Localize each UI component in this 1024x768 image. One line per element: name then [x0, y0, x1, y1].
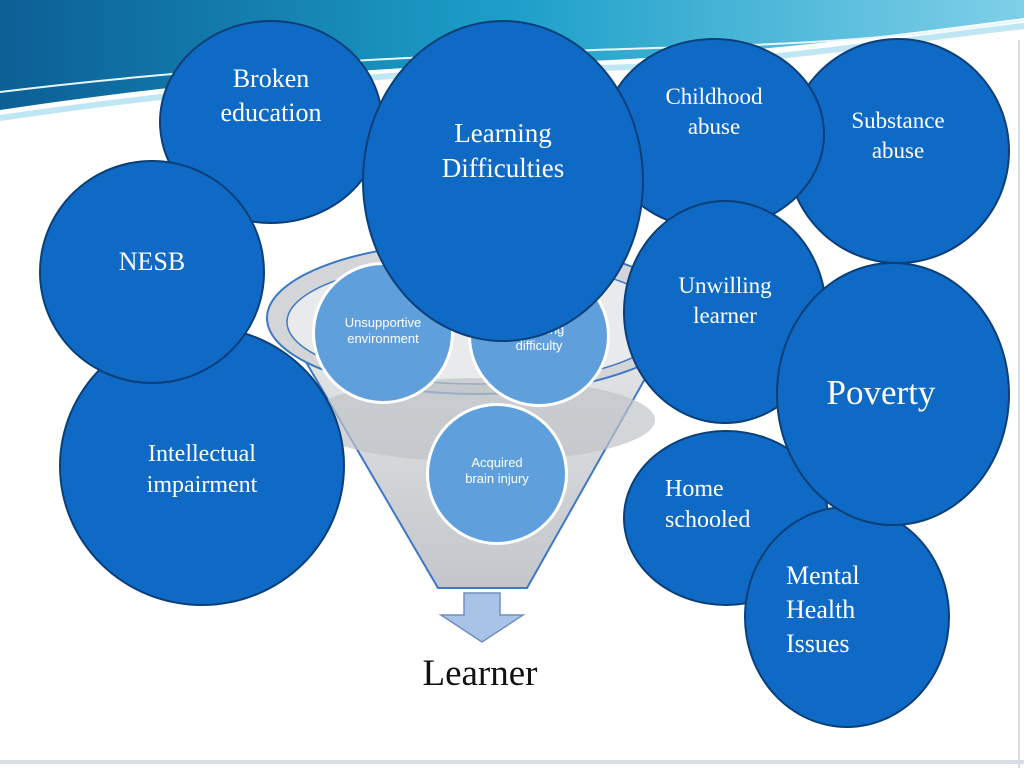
bubble-nesb-label: NESB: [118, 247, 186, 277]
bubble-broken-education-label: Broken education: [220, 64, 322, 127]
down-arrow: [438, 592, 526, 643]
funnel-circle-acquired-label: Acquired brain injury: [465, 454, 529, 486]
bubble-learning-difficulties-label: Learning Difficulties: [441, 117, 565, 183]
bubble-intellectual-impairment-label: Intellectual impairment: [146, 440, 258, 498]
bubble-poverty: Poverty: [776, 262, 1010, 526]
funnel-circle-acquired: Acquired brain injury: [426, 403, 568, 545]
bubble-substance-abuse-label: Substance abuse: [851, 108, 945, 163]
right-edge-line: [1018, 40, 1020, 768]
bubble-substance-abuse: Substance abuse: [786, 38, 1010, 264]
bubble-unwilling-learner-label: Unwilling learner: [678, 273, 772, 328]
bubble-home-schooled-label: Home schooled: [665, 475, 751, 533]
bubble-unwilling-learner: Unwilling learner: [623, 200, 827, 424]
bubble-childhood-abuse-label: Childhood abuse: [665, 84, 763, 139]
bubble-learning-difficulties: Learning Difficulties: [362, 20, 644, 342]
bottom-edge-line: [0, 760, 1024, 764]
bubble-mental-health: Mental Health Issues: [744, 506, 950, 728]
bubble-nesb: NESB: [39, 160, 265, 384]
funnel-circle-unsupportive-label: Unsupportive environment: [344, 314, 422, 346]
funnel-output-label: Learner: [422, 653, 538, 694]
bubble-poverty-label: Poverty: [826, 373, 936, 413]
bubble-intellectual-impairment: Intellectual impairment: [59, 326, 345, 606]
bubble-mental-health-label: Mental Health Issues: [786, 561, 860, 658]
